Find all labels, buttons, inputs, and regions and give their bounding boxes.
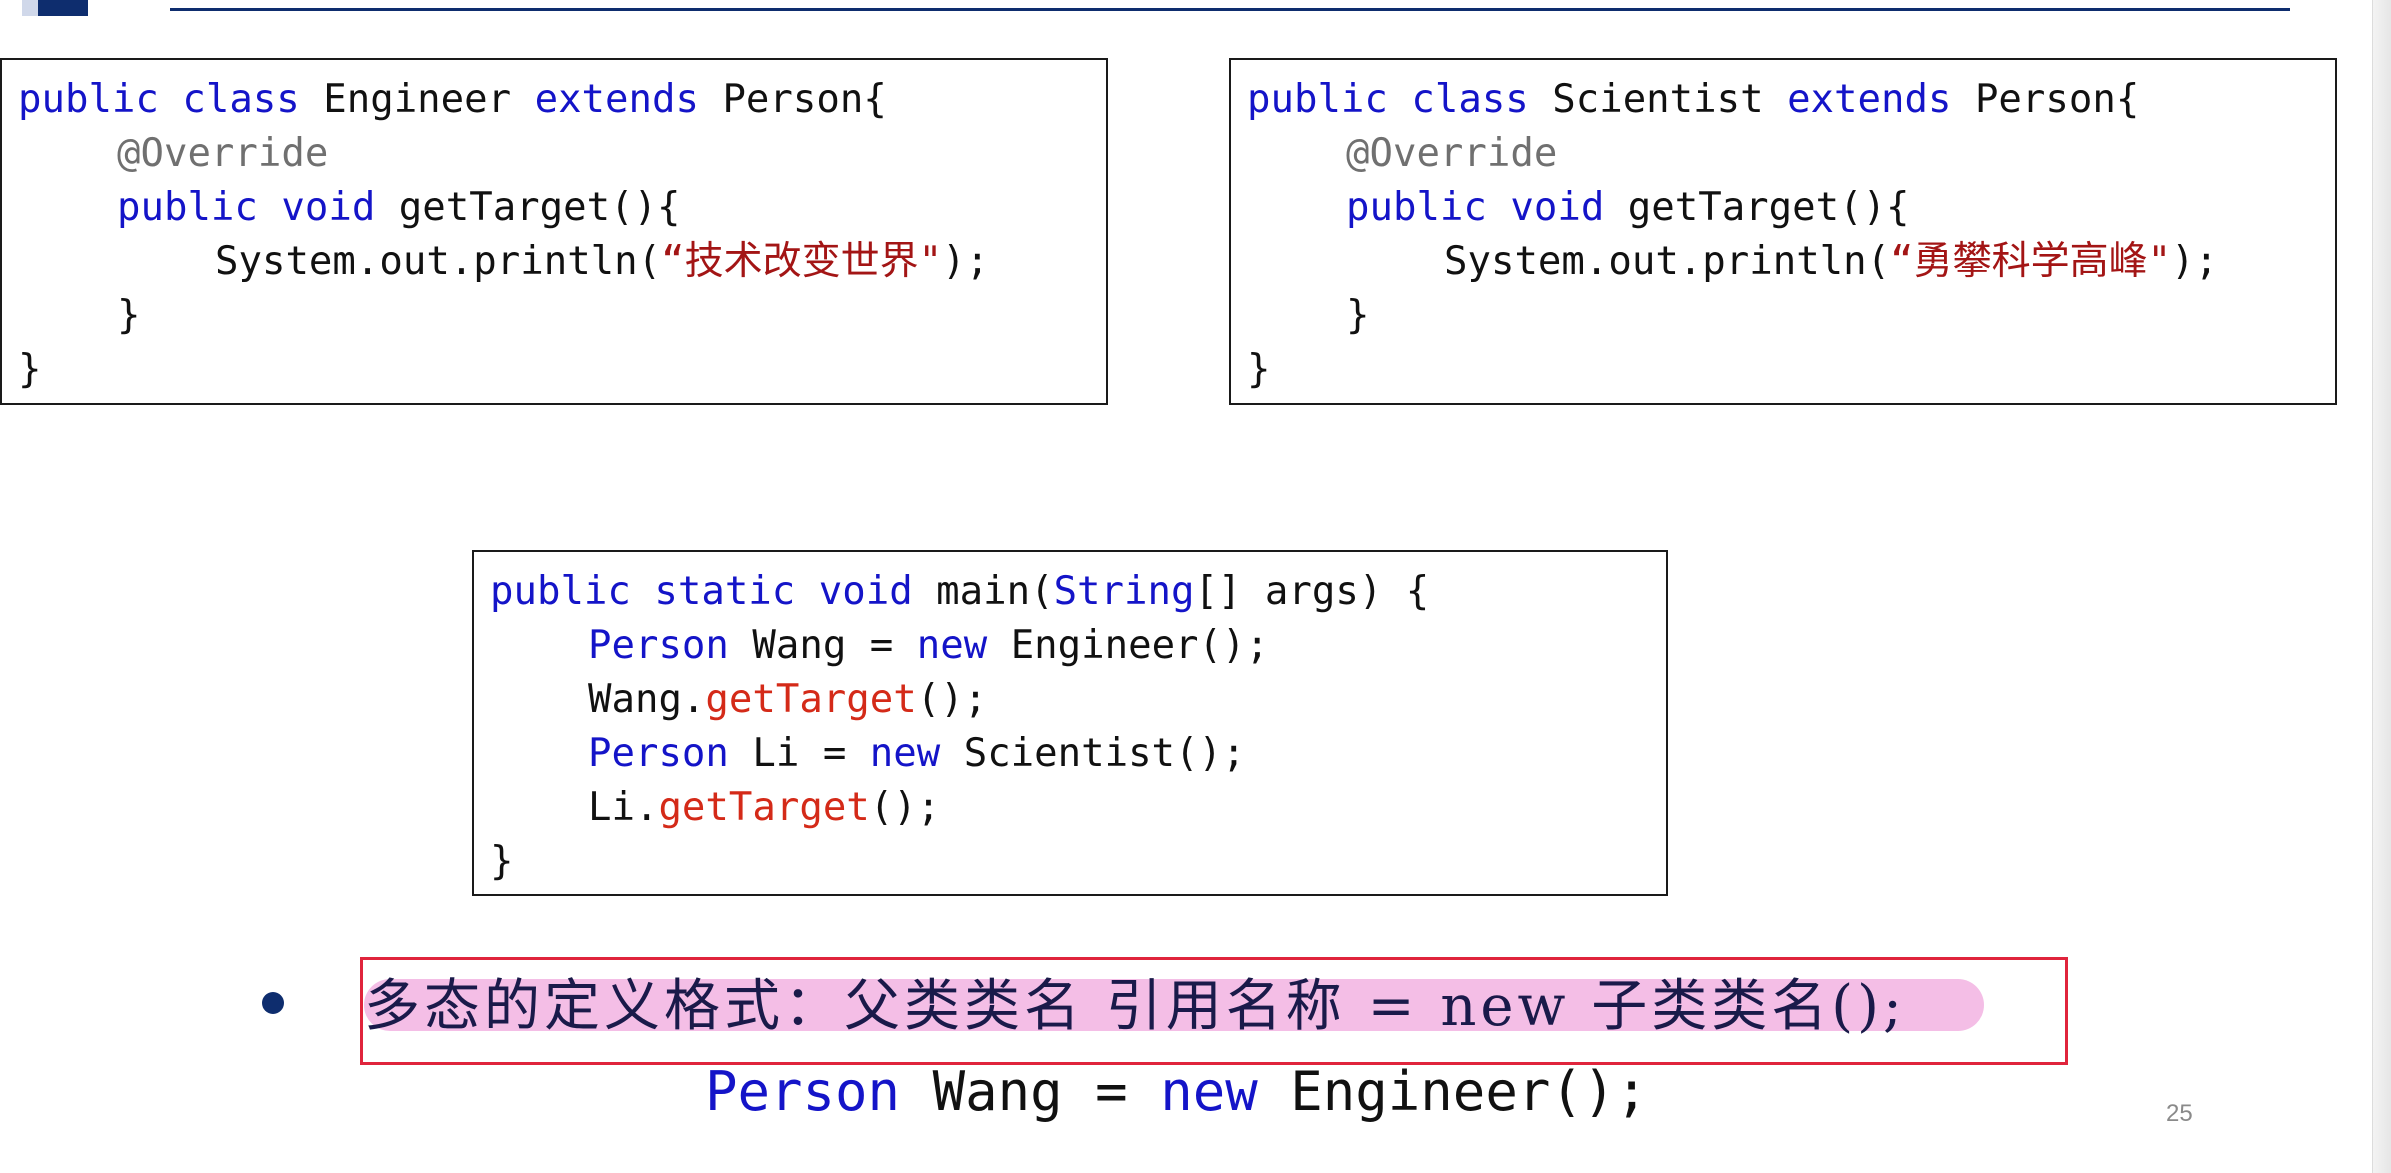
code-line-4: System.out.println(“技术改变世界"); [215, 235, 989, 289]
keyword: public [1247, 77, 1388, 122]
code-line-1: public static void main(String[] args) { [490, 565, 1429, 619]
method-signature: getTarget(){ [398, 185, 681, 230]
type-name: Person [588, 731, 729, 776]
keyword: extends [534, 77, 699, 122]
annotation-rectangle [360, 957, 2068, 1065]
keyword: new [1160, 1060, 1258, 1123]
slide-page-number: 25 [2166, 1100, 2193, 1127]
print-call: System.out.println( [215, 239, 662, 284]
code-line-4: System.out.println(“勇攀科学高峰"); [1444, 235, 2218, 289]
object-ref: Wang. [588, 677, 706, 722]
parent-class: Person{ [1974, 77, 2140, 122]
keyword: void [818, 569, 913, 614]
type-name: String [1053, 569, 1195, 614]
keyword: new [916, 623, 988, 668]
keyword: public [18, 77, 159, 122]
keyword: class [1411, 77, 1529, 122]
assignment: Wang = [932, 1060, 1128, 1123]
class-name: Scientist [1552, 77, 1764, 122]
keyword: public [117, 185, 258, 230]
code-line-2: Person Wang = new Engineer(); [588, 619, 1269, 673]
class-name: Engineer [323, 77, 512, 122]
scientist-code-box: public class Scientist extends Person{ @… [1229, 58, 2337, 405]
object-ref: Li. [588, 785, 659, 830]
polymorphism-definition: 多态的定义格式：父类类名 引用名称 = new 子类类名(); [364, 974, 1906, 1039]
code-line-1: public class Scientist extends Person{ [1247, 73, 2139, 127]
code-line-3: Wang.getTarget(); [588, 673, 987, 727]
code-line-6: } [490, 839, 514, 884]
code-line-5: Li.getTarget(); [588, 781, 940, 835]
method-signature: getTarget(){ [1627, 185, 1910, 230]
call-close: (); [916, 677, 988, 722]
keyword: class [182, 77, 300, 122]
params: [] args) { [1194, 569, 1430, 614]
annotation: @Override [1346, 131, 1558, 176]
constructor: Engineer(); [1290, 1060, 1648, 1123]
method-name: main( [936, 569, 1054, 614]
print-close: ); [942, 239, 990, 284]
print-close: ); [2171, 239, 2219, 284]
code-line-6: } [1247, 347, 1271, 392]
keyword: void [281, 185, 376, 230]
code-line-3: public void getTarget(){ [1346, 181, 1910, 235]
keyword: extends [1787, 77, 1952, 122]
type-name: Person [705, 1060, 901, 1123]
code-line-3: public void getTarget(){ [117, 181, 681, 235]
highlighter-mark [364, 979, 1984, 1031]
string-literal: “勇攀科学高峰" [1890, 239, 2172, 284]
type-name: Person [588, 623, 729, 668]
parent-class: Person{ [722, 77, 887, 122]
string-literal: “技术改变世界" [661, 239, 943, 284]
annotation: @Override [117, 131, 329, 176]
window-scrollbar[interactable] [2372, 0, 2391, 1173]
code-line-2: @Override [1346, 127, 1557, 181]
assignment: Wang = [752, 623, 894, 668]
keyword: new [869, 731, 941, 776]
code-line-2: @Override [117, 127, 328, 181]
print-call: System.out.println( [1444, 239, 1891, 284]
bullet-point [262, 992, 284, 1014]
method-call: getTarget [705, 677, 917, 722]
keyword: public [1346, 185, 1487, 230]
code-line-4: Person Li = new Scientist(); [588, 727, 1245, 781]
header-rule [170, 8, 2290, 11]
code-line-1: public class Engineer extends Person{ [18, 73, 887, 127]
code-line-5: } [117, 293, 141, 338]
constructor: Scientist(); [963, 731, 1246, 776]
keyword: void [1510, 185, 1605, 230]
code-line-5: } [1346, 293, 1370, 338]
header-accent [38, 0, 88, 16]
assignment: Li = [752, 731, 847, 776]
header-accent-light [22, 0, 38, 16]
main-method-code-box: public static void main(String[] args) {… [472, 550, 1668, 896]
call-close: (); [869, 785, 941, 830]
keyword: static [654, 569, 796, 614]
code-line-6: } [18, 347, 42, 392]
method-call: getTarget [658, 785, 870, 830]
keyword: public [490, 569, 631, 614]
engineer-code-box: public class Engineer extends Person{ @O… [0, 58, 1108, 405]
example-code-line: Person Wang = new Engineer(); [705, 1060, 1648, 1124]
constructor: Engineer(); [1010, 623, 1269, 668]
